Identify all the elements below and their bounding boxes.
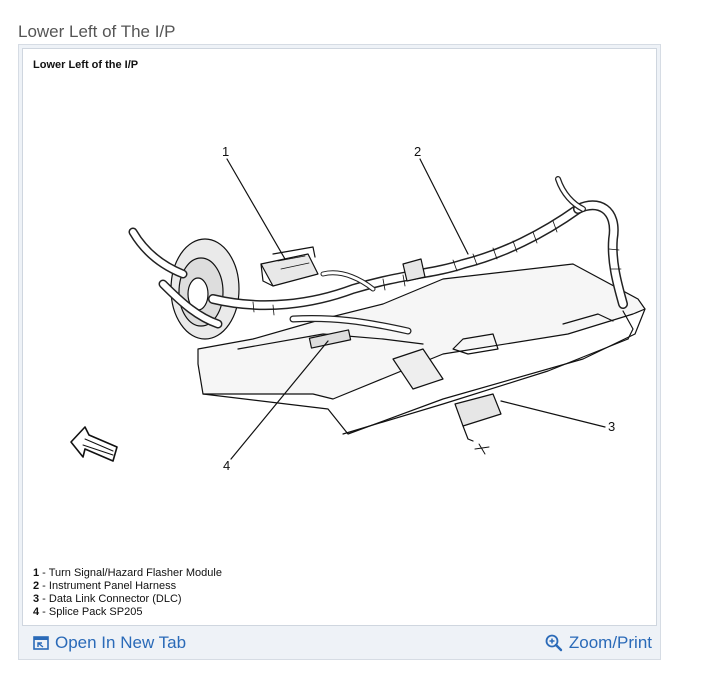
zoom-print-label: Zoom/Print: [568, 633, 652, 652]
data-link-connector: [454, 393, 502, 427]
flasher-module: [260, 253, 319, 287]
legend-item: 2 - Instrument Panel Harness: [33, 580, 222, 593]
image-frame: Lower Left of the I/P: [18, 44, 661, 660]
legend-item: 3 - Data Link Connector (DLC): [33, 593, 222, 606]
legend-text: - Splice Pack SP205: [39, 606, 143, 618]
legend-number: 4: [33, 606, 40, 618]
legend-item: 4 - Splice Pack SP205: [33, 606, 222, 619]
legend-number: 2: [33, 580, 40, 592]
open-in-new-tab-label: Open In New Tab: [55, 633, 187, 652]
legend-text: - Turn Signal/Hazard Flasher Module: [39, 567, 222, 579]
splice-pack: [308, 329, 352, 349]
callout-2: 2: [414, 144, 421, 159]
wiring-diagram: 1 2 3 4: [70, 144, 646, 473]
open-new-tab-icon: [33, 636, 49, 650]
panel-frame-edge: [202, 308, 646, 435]
callout-4: 4: [223, 458, 230, 473]
panel-inner-2: [342, 338, 629, 435]
zoom-in-icon: [545, 634, 563, 652]
callout-3: 3: [608, 419, 615, 434]
open-in-new-tab-link[interactable]: Open In New Tab: [33, 633, 186, 653]
legend-text: - Data Link Connector (DLC): [39, 593, 182, 605]
page-title: Lower Left of The I/P: [18, 22, 176, 41]
diagram-panel: Lower Left of the I/P: [22, 48, 657, 626]
diagram-title: Lower Left of the I/P: [33, 59, 139, 71]
callout-1: 1: [222, 144, 229, 159]
legend: 1 - Turn Signal/Hazard Flasher Module 2 …: [33, 567, 222, 619]
harness-top-branch: [555, 176, 586, 212]
panel-inner: [237, 333, 424, 350]
panel-frame: [197, 263, 646, 400]
legend-item: 1 - Turn Signal/Hazard Flasher Module: [33, 567, 222, 580]
legend-text: - Instrument Panel Harness: [39, 580, 177, 592]
zoom-print-link[interactable]: Zoom/Print: [545, 633, 652, 653]
legend-number: 1: [33, 567, 40, 579]
image-footer: Open In New Tab Zoom/Print: [19, 628, 660, 659]
legend-number: 3: [33, 593, 40, 605]
